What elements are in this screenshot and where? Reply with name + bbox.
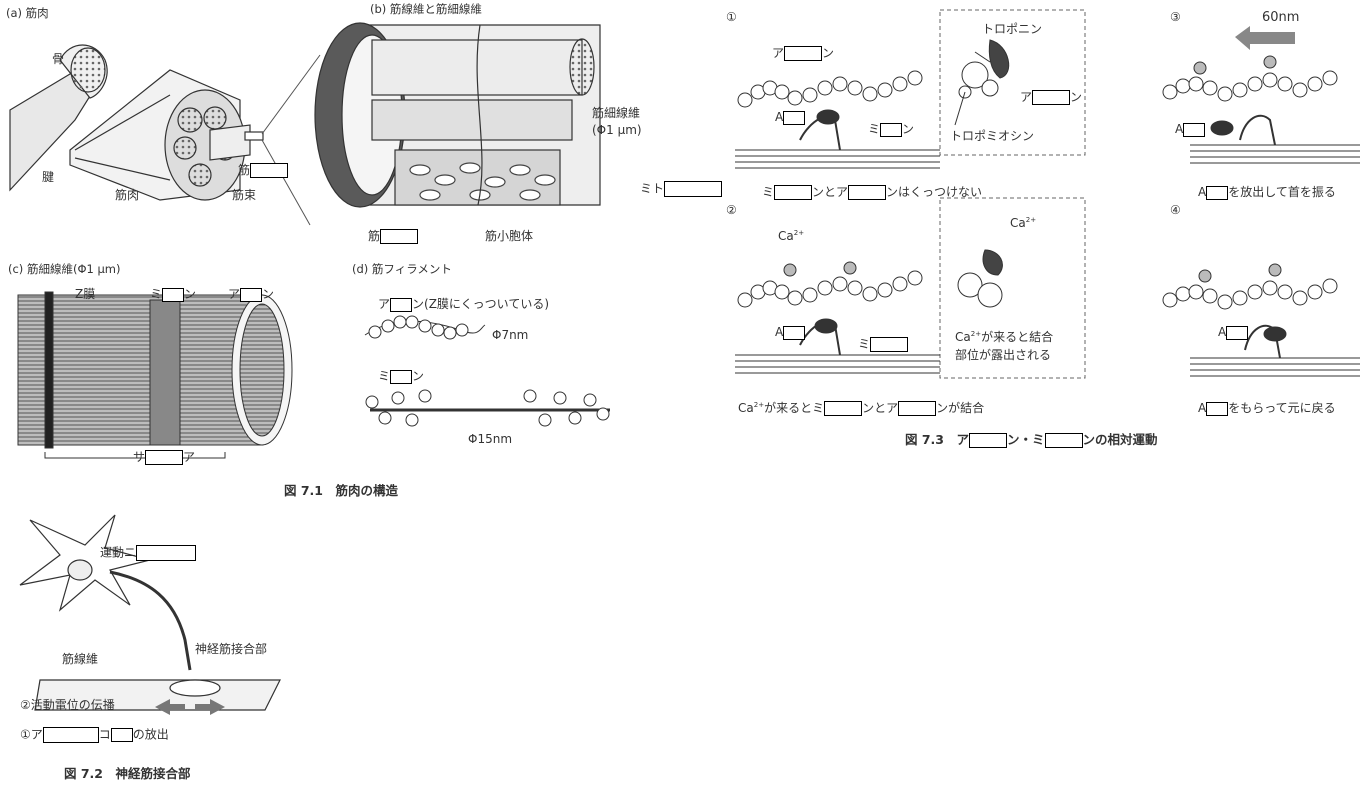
label-c: (c) 筋細線維(Φ1 μm) (8, 262, 120, 276)
nmj-label: 神経筋接合部 (195, 642, 267, 656)
muscle-fiber-label: 筋線維 (62, 652, 98, 666)
ca-note-line2: 部位が露出される (955, 348, 1051, 362)
answer-blank[interactable] (774, 185, 812, 200)
atp-2-label: A (775, 325, 805, 340)
ca-zoom-label: Ca2+ (1010, 216, 1036, 230)
actin-zoom-label: アン (1020, 90, 1082, 105)
label-b: (b) 筋線維と筋細線維 (370, 2, 482, 16)
answer-blank[interactable] (664, 181, 722, 197)
label-d: (d) 筋フィラメント (352, 262, 452, 276)
answer-blank[interactable] (1032, 90, 1070, 105)
tendon-label: 腱 (42, 170, 54, 184)
atp-1-label: A (775, 110, 805, 125)
actin-d-label: アン(Z膜にくっついている) (378, 297, 549, 312)
answer-blank[interactable] (162, 288, 184, 302)
answer-blank[interactable] (1206, 402, 1228, 416)
myofibril-drawing (18, 292, 292, 458)
fig72-caption: 図 7.2 神経筋接合部 (64, 767, 191, 781)
answer-blank[interactable] (380, 229, 418, 244)
step4-marker: ④ (1170, 203, 1181, 217)
step2-marker: ② (726, 203, 737, 217)
distance-label: 60nm (1262, 11, 1299, 25)
tropomyosin-label: トロポミオシン (950, 129, 1034, 143)
answer-blank[interactable] (824, 401, 862, 416)
ca-note-line1: Ca2+が来ると結合 (955, 330, 1053, 344)
sarcomere-label: サア (133, 450, 195, 465)
answer-blank[interactable] (880, 123, 902, 137)
panel3-drawing (1163, 56, 1360, 163)
sr-label: 筋小胞体 (485, 229, 533, 243)
actin-c-label: アン (228, 287, 274, 302)
myosin-c-label: ミン (150, 287, 196, 302)
ca-1-label: Ca2+ (778, 229, 804, 243)
fig71-caption: 図 7.1 筋肉の構造 (284, 484, 398, 498)
answer-blank[interactable] (250, 163, 288, 178)
muscle-label: 筋肉 (115, 188, 139, 202)
release-label: ①アコの放出 (20, 727, 169, 743)
answer-blank[interactable] (390, 370, 412, 384)
myosin-1-label: ミン (868, 122, 914, 137)
propagation-label: ②活動電位の伝播 (20, 698, 115, 712)
panel4-drawing (1163, 264, 1360, 376)
caption-step1: ミンとアンはくっつけない (762, 185, 982, 200)
caption-step3: Aを放出して首を振る (1198, 185, 1336, 200)
bundle-label: 筋束 (232, 188, 256, 202)
answer-blank[interactable] (240, 288, 262, 302)
myofibril-label: 筋細線維 (592, 106, 640, 120)
answer-blank[interactable] (1045, 433, 1083, 448)
atp-4-label: A (1218, 325, 1248, 340)
z-membrane-label: Z膜 (75, 287, 95, 301)
caption-step2: Ca2+が来るとミンとアンが結合 (738, 401, 984, 416)
answer-blank[interactable] (898, 401, 936, 416)
answer-blank[interactable] (1226, 326, 1248, 340)
answer-blank[interactable] (145, 450, 183, 465)
answer-blank[interactable] (43, 727, 99, 743)
motor-neuron-label: 運動ニ (100, 545, 196, 561)
mitochondria-label: ミト (640, 181, 722, 197)
fig73-caption: 図 7.3 アン・ミンの相対運動 (905, 433, 1158, 448)
answer-blank[interactable] (1183, 123, 1205, 137)
answer-blank[interactable] (1206, 186, 1228, 200)
myosin-d-label: ミン (378, 369, 424, 384)
actin-1-label: アン (772, 46, 834, 61)
troponin-label: トロポニン (982, 22, 1042, 36)
fiber-drawing (315, 23, 600, 207)
answer-blank[interactable] (783, 326, 805, 340)
answer-blank[interactable] (136, 545, 196, 561)
myosin-2-label: ミ (858, 337, 908, 352)
step3-marker: ③ (1170, 10, 1181, 24)
answer-blank[interactable] (783, 111, 805, 125)
d15-label: Φ15nm (468, 432, 512, 446)
answer-blank[interactable] (848, 185, 886, 200)
fiber-blank-label: 筋 (368, 229, 418, 244)
movement-arrow-icon (1235, 26, 1295, 50)
atp-3-label: A (1175, 122, 1205, 137)
step1-marker: ① (726, 10, 737, 24)
label-a: (a) 筋肉 (6, 6, 49, 20)
answer-blank[interactable] (870, 337, 908, 352)
fascicle-blank-label: 筋 (238, 163, 288, 178)
answer-blank[interactable] (390, 298, 412, 312)
bone-label: 骨 (52, 52, 64, 66)
myofibril-size-label: (Φ1 μm) (592, 123, 642, 137)
caption-step4: Aをもらって元に戻る (1198, 401, 1336, 416)
answer-blank[interactable] (111, 728, 133, 742)
answer-blank[interactable] (969, 433, 1007, 448)
answer-blank[interactable] (784, 46, 822, 61)
d7-label: Φ7nm (492, 328, 528, 342)
